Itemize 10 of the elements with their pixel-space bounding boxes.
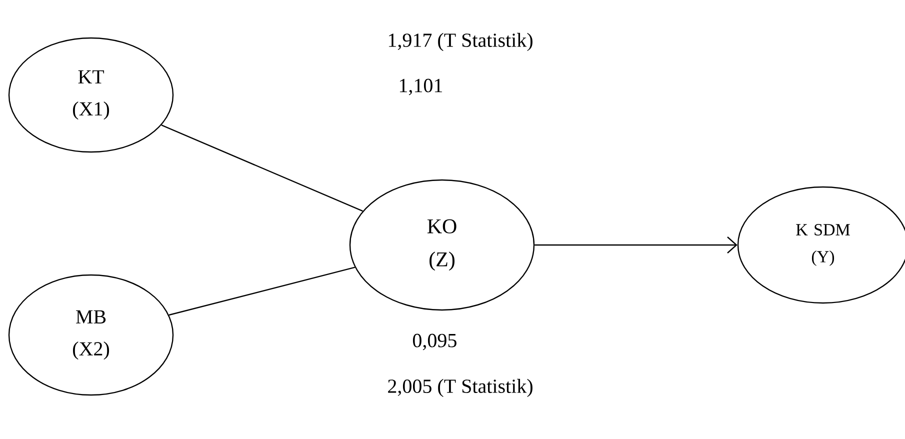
statistic-label: 1,101 bbox=[400, 78, 442, 96]
arrow bbox=[534, 236, 738, 254]
connector-line bbox=[168, 266, 356, 316]
ellipse-node: KT (X1) bbox=[8, 37, 174, 153]
statistic-label: 0,095 bbox=[412, 334, 456, 350]
statistic-label: 2,005 (T Statistik) bbox=[388, 378, 532, 398]
ellipse-node: MB (X2) bbox=[8, 274, 174, 396]
ellipse-node: KO (Z) bbox=[349, 179, 535, 311]
connector-line bbox=[161, 124, 363, 212]
statistic-label: 1,917 (T Statistik) bbox=[388, 32, 532, 52]
